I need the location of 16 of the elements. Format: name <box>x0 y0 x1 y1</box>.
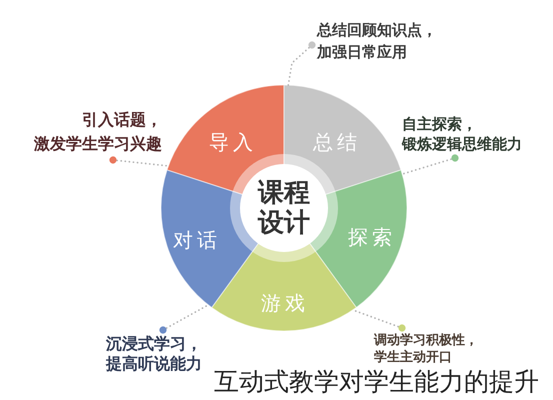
leader-line <box>109 156 170 167</box>
callout-text: 自主探索，锻炼逻辑思维能力 <box>402 114 522 158</box>
segment-label: 游戏 <box>261 291 309 315</box>
segment-label: 对话 <box>173 228 221 252</box>
segment-label: 探索 <box>348 225 396 249</box>
segment-label: 总结 <box>313 130 361 154</box>
callout-text: 沉浸式学习，提高听说能力 <box>106 330 202 374</box>
leader-line <box>401 154 459 175</box>
center-label: 课程设计 <box>257 178 311 238</box>
caption: 互动式教学对学生能力的提升 <box>214 367 539 397</box>
callout-text: 引入话题，激发学生学习兴趣 <box>34 108 162 160</box>
callout-text: 调动学习积极性，学生主动开口 <box>374 328 478 366</box>
leader-line <box>287 41 316 86</box>
segment-label: 导入 <box>209 130 257 154</box>
callout-text: 总结回顾知识点，加强日常应用 <box>312 19 437 63</box>
leader-line <box>159 304 210 334</box>
